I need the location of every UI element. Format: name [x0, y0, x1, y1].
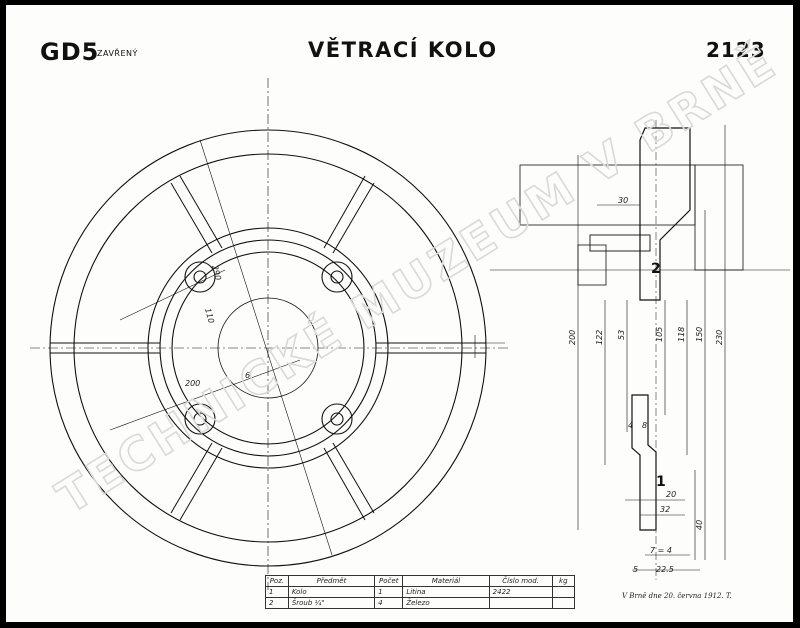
bill-of-materials: Poz. Předmět Počet Materiál Číslo mod. k… — [265, 575, 576, 609]
front-view — [30, 78, 510, 590]
scan-border-left — [0, 0, 6, 628]
part-label-2: 2 — [651, 261, 661, 277]
dim-side-14: 7 = 4 — [650, 546, 672, 555]
bom-cell: Šroub ¼" — [287, 597, 376, 609]
dim-front-0: 290 — [210, 264, 223, 281]
bom-cell — [551, 586, 576, 598]
bom-header: Počet — [374, 575, 404, 587]
bom-cell: Železo — [402, 597, 490, 609]
bom-cell — [551, 597, 576, 609]
bom-header: Číslo mod. — [488, 575, 553, 587]
bom-cell: Litina — [402, 586, 490, 598]
bom-row: 1 Kolo 1 Litina 2422 — [265, 586, 576, 598]
bom-cell: 1 — [374, 586, 404, 598]
drawing-number: 2123 — [706, 38, 766, 62]
dim-side-4: 105 — [655, 327, 664, 342]
drawing-code-subtitle: ZAVŘENÝ — [97, 49, 138, 58]
part-label-1: 1 — [656, 474, 666, 490]
signature-note: V Brně dne 20. června 1912. T. — [622, 592, 732, 600]
dim-front-2: 200 — [185, 379, 200, 388]
dim-front-3: 6 — [245, 371, 250, 380]
side-section-view — [490, 120, 790, 580]
bom-header-row: Poz. Předmět Počet Materiál Číslo mod. k… — [265, 575, 576, 587]
bom-header: kg — [551, 575, 576, 587]
dim-side-13: 5 — [633, 565, 638, 574]
bom-cell: Kolo — [287, 586, 376, 598]
bom-cell — [488, 597, 553, 609]
dim-side-8: 4 — [628, 421, 633, 430]
bom-cell: 4 — [374, 597, 404, 609]
scan-border-right — [793, 0, 800, 628]
drawing-title: VĚTRACÍ KOLO — [308, 38, 498, 62]
dim-side-12: 40 — [695, 520, 704, 530]
dim-side-10: 20 — [666, 490, 676, 499]
dim-side-0: 30 — [618, 196, 628, 205]
dim-side-7: 230 — [715, 330, 724, 345]
dim-side-1: 200 — [568, 330, 577, 345]
dim-side-5: 118 — [677, 327, 686, 342]
bom-cell: 1 — [265, 586, 289, 598]
dim-side-3: 53 — [617, 330, 626, 340]
bom-cell: 2422 — [488, 586, 553, 598]
dim-side-2: 122 — [595, 330, 604, 345]
dim-side-15: 22.5 — [656, 565, 674, 574]
dim-side-6: 150 — [695, 327, 704, 342]
dim-side-9: 8 — [642, 421, 647, 430]
bom-header: Předmět — [287, 575, 376, 587]
dim-side-11: 32 — [660, 505, 670, 514]
dim-front-1: 110 — [203, 307, 216, 324]
scan-border-bottom — [0, 622, 800, 628]
drawing-code: GD5 — [40, 38, 100, 66]
bom-row: 2 Šroub ¼" 4 Železo — [265, 597, 576, 609]
museum-watermark: TECHNICKÉ MUZEUM V BRNĚ — [47, 34, 787, 524]
scan-border-top — [0, 0, 800, 5]
bom-cell: 2 — [265, 597, 289, 609]
bom-header: Poz. — [265, 575, 289, 587]
bom-header: Materiál — [402, 575, 490, 587]
